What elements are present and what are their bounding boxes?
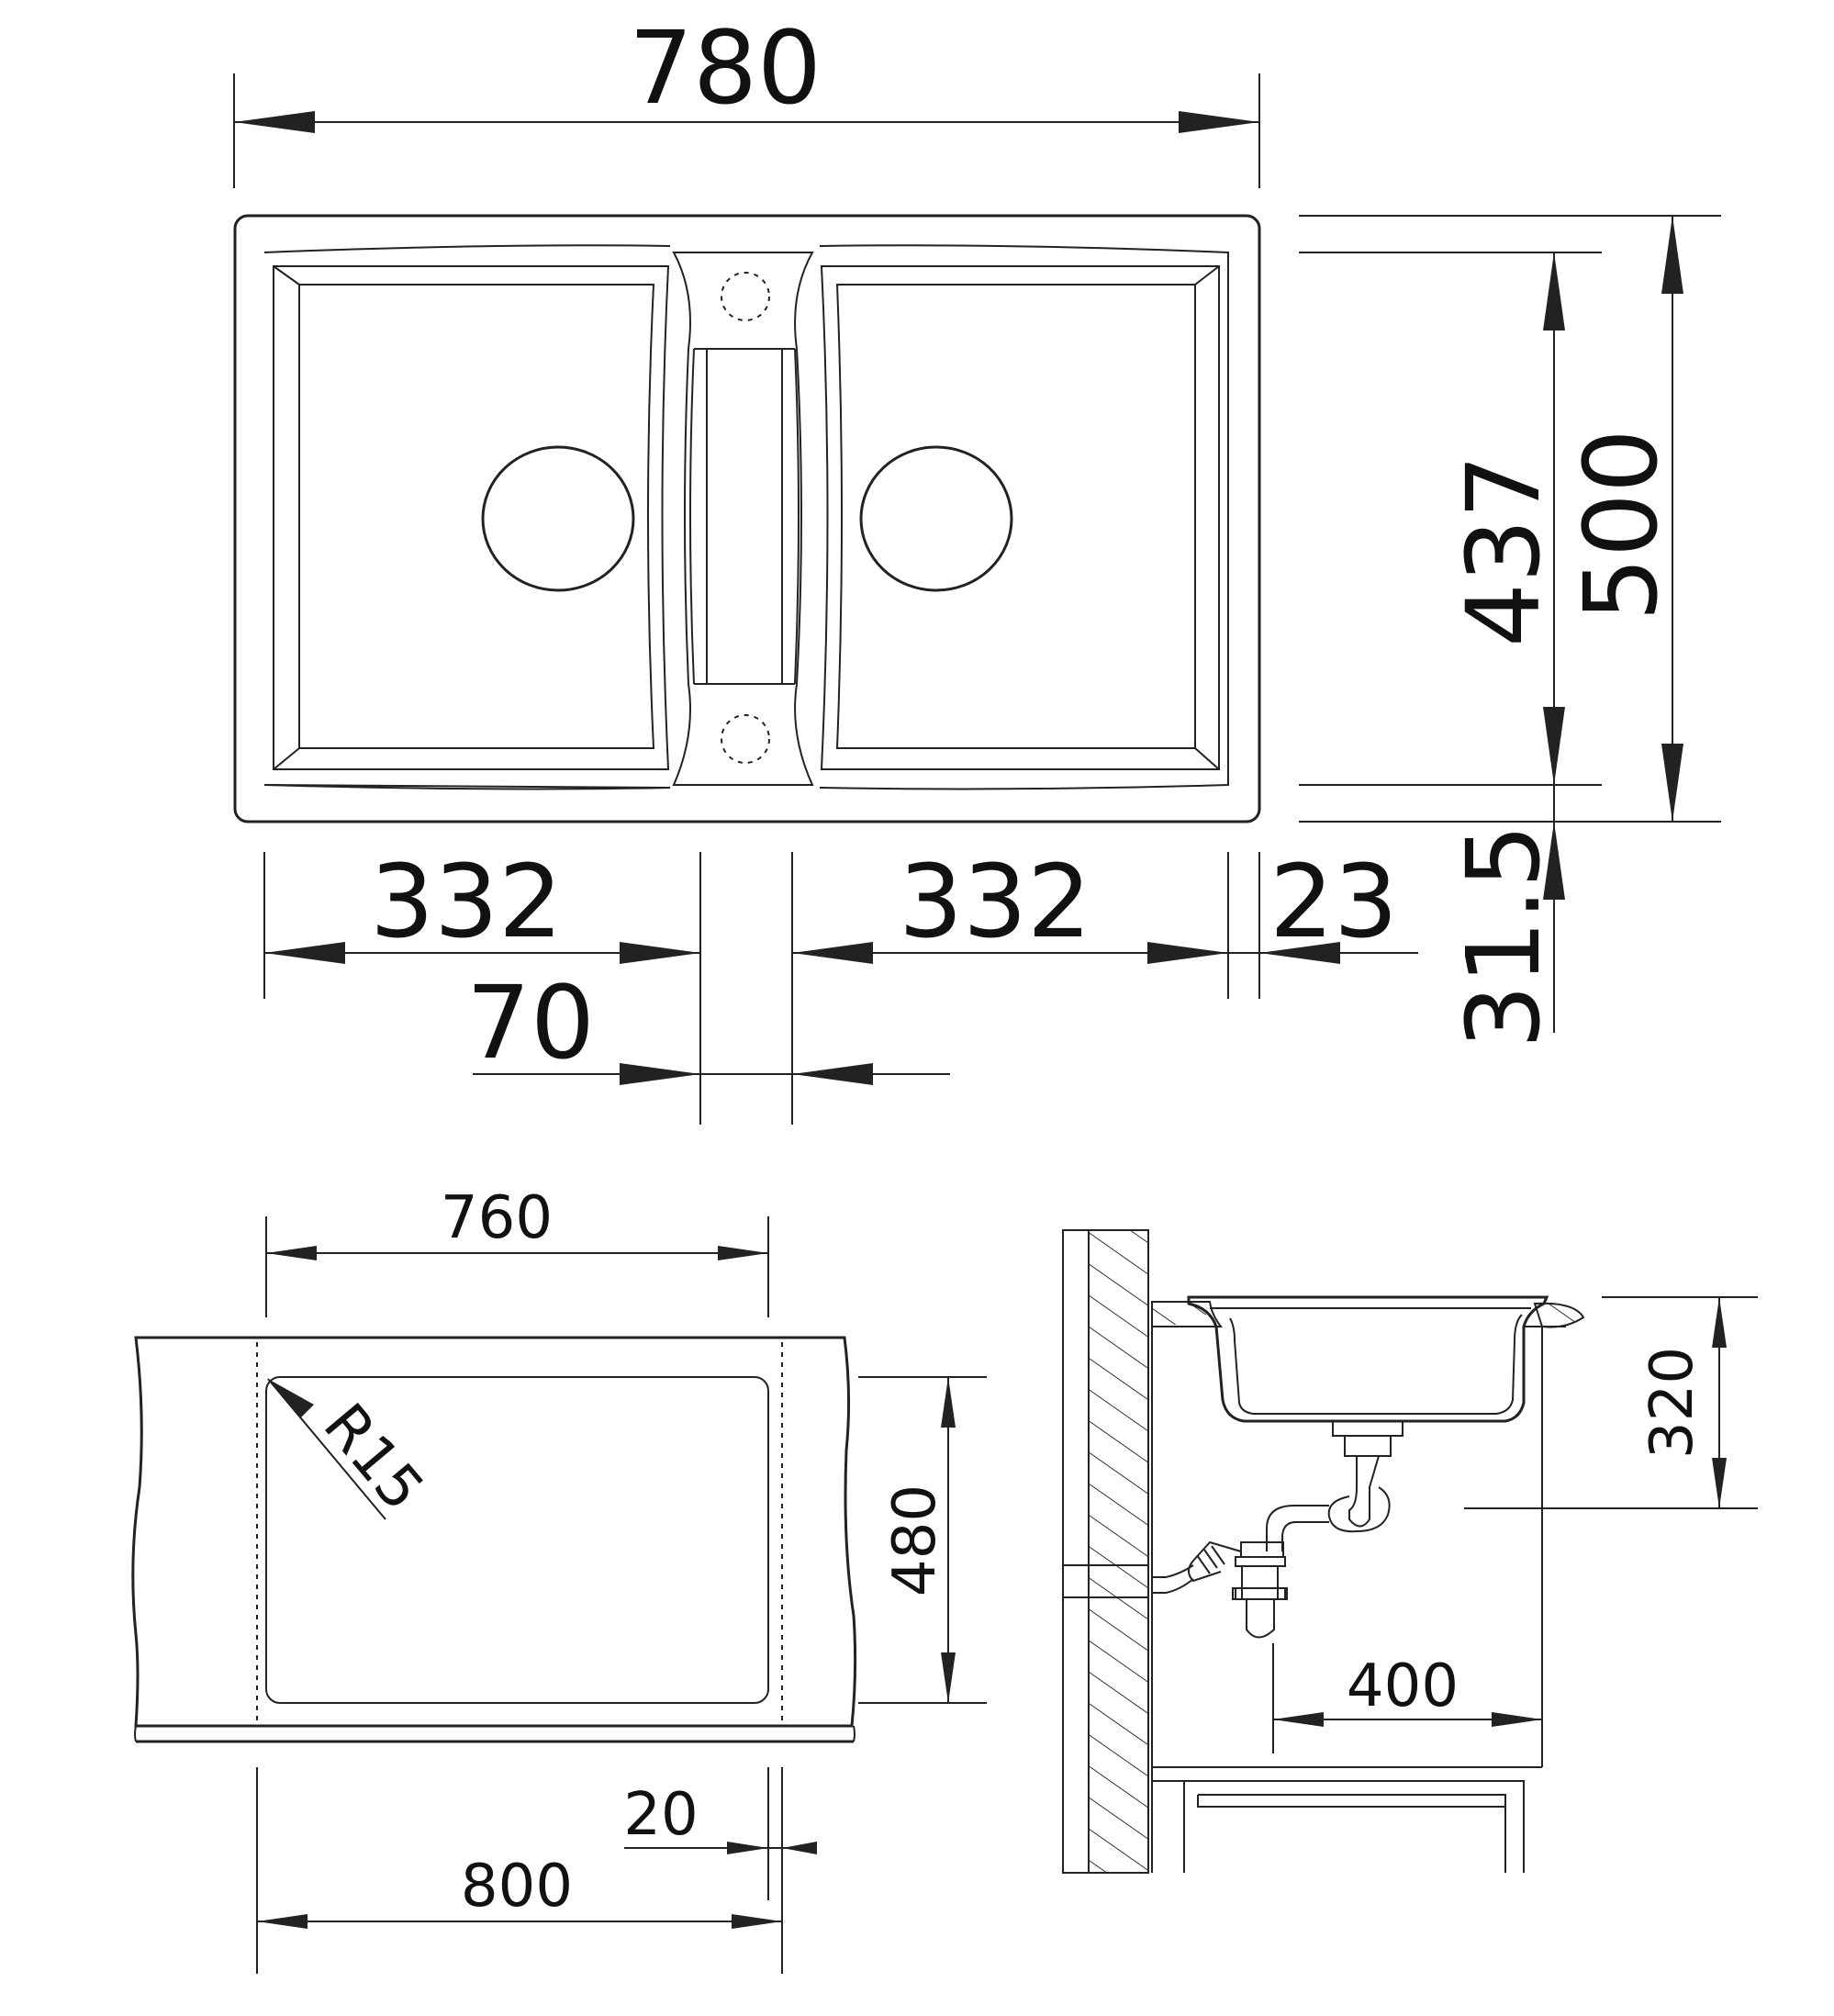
dim-label-760: 760 xyxy=(441,1184,553,1252)
dim-label-70: 70 xyxy=(466,964,595,1081)
drain-trap xyxy=(1151,1420,1403,1639)
dim-label-20: 20 xyxy=(623,1781,698,1849)
tap-hole-bottom xyxy=(721,714,770,764)
dim-label-437: 437 xyxy=(1445,454,1562,647)
dim-label-31-5: 31.5 xyxy=(1445,824,1562,1049)
dim-label-800: 800 xyxy=(461,1853,573,1921)
dim-bowls: 332 332 23 70 xyxy=(263,843,1418,1125)
sink-profile xyxy=(1187,1295,1549,1423)
countertop xyxy=(131,1336,857,1728)
cutout-view: 760 R15 480 20 800 xyxy=(131,1184,987,1974)
cutout xyxy=(265,1376,769,1704)
top-view: 780 xyxy=(233,9,1721,1125)
dim-label-320: 320 xyxy=(1638,1347,1706,1459)
drain-left xyxy=(481,445,635,592)
dim-label-332-right: 332 xyxy=(899,843,1091,960)
sink-top-outline xyxy=(233,214,1261,823)
dim-label-r15: R15 xyxy=(310,1392,437,1524)
dim-label-780: 780 xyxy=(629,9,822,127)
dim-label-480: 480 xyxy=(881,1484,949,1596)
tap-hole-top xyxy=(721,272,770,321)
dim-label-23: 23 xyxy=(1269,843,1398,960)
side-view: 320 400 xyxy=(1062,1229,1758,1874)
drain-right xyxy=(859,445,1013,592)
wall xyxy=(1088,1229,1149,1874)
dim-overall-width: 780 xyxy=(233,9,1260,188)
dim-label-500: 500 xyxy=(1562,429,1680,622)
dim-label-400: 400 xyxy=(1347,1652,1459,1720)
dim-depth: 437 500 31.5 xyxy=(1299,215,1721,1049)
dim-label-332-left: 332 xyxy=(370,843,563,960)
